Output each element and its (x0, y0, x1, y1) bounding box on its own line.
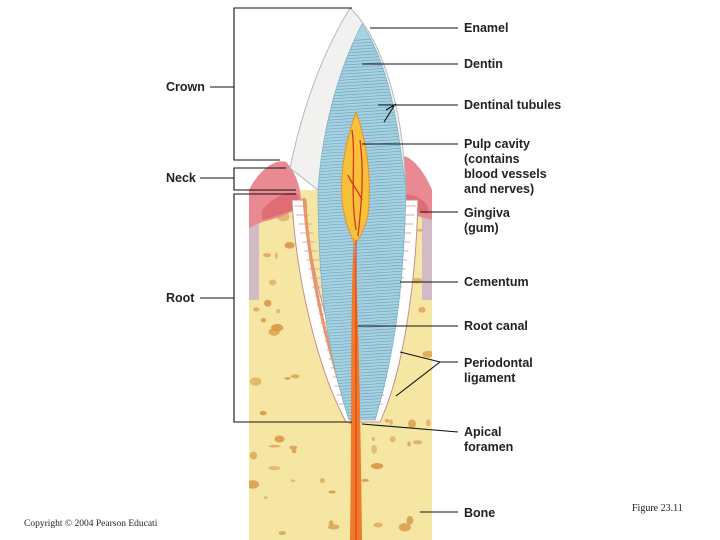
bone-spot (328, 524, 340, 529)
bone-spot (269, 280, 276, 286)
bone-spot (408, 419, 416, 428)
label-dentinal-tubules: Dentinal tubules (464, 98, 561, 113)
bone-spot (268, 466, 280, 470)
bone-spot (413, 440, 422, 444)
bone-spot (276, 309, 280, 314)
bone-spot (426, 419, 431, 426)
label-neck: Neck (166, 171, 196, 186)
label-pulp-cavity: Pulp cavity (contains blood vessels and … (464, 137, 547, 197)
label-apical-foramen: Apical foramen (464, 425, 513, 455)
figure-caption: Figure 23.11 (632, 503, 683, 514)
label-enamel: Enamel (464, 21, 508, 36)
bone-spot (422, 351, 434, 358)
label-cementum: Cementum (464, 275, 529, 290)
bone-spot (264, 496, 268, 499)
label-dentin: Dentin (464, 57, 503, 72)
bone-spot (371, 463, 383, 469)
bone-spot (285, 377, 291, 380)
bone-spot (371, 445, 377, 454)
bone-spot (271, 324, 283, 332)
label-bone: Bone (464, 506, 495, 521)
bone-spot (385, 419, 389, 423)
label-root-canal: Root canal (464, 319, 528, 334)
bone-spot (328, 491, 335, 494)
bone-spot (284, 242, 294, 249)
bone-spot (261, 318, 266, 322)
label-root: Root (166, 291, 194, 306)
bone-spot (418, 307, 425, 313)
bone-spot (291, 479, 296, 482)
bone-spot (374, 523, 383, 528)
bone-spot (390, 436, 396, 442)
bone-spot (417, 229, 424, 232)
label-gingiva: Gingiva (gum) (464, 206, 510, 236)
copyright-notice: Copyright © 2004 Pearson Educati (24, 519, 157, 529)
bone-spot (407, 516, 414, 525)
bone-spot (275, 252, 278, 259)
bone-spot (263, 253, 271, 257)
bone-spot (292, 449, 296, 453)
bone-spot (250, 377, 261, 385)
bone-spot (389, 419, 393, 425)
label-crown: Crown (166, 80, 205, 95)
bone-spot (264, 300, 271, 307)
bone-spot (361, 479, 368, 482)
bone-spot (372, 437, 375, 441)
bone-spot (253, 307, 260, 311)
bone-spot (269, 445, 281, 448)
label-periodontal-ligament: Periodontal ligament (464, 356, 533, 386)
bone-spot (407, 442, 411, 447)
bone-spot (291, 374, 300, 378)
bone-spot (320, 478, 325, 483)
bone-spot (289, 446, 297, 450)
bone-spot (260, 411, 267, 415)
bone-spot (279, 531, 286, 535)
bone-spot (246, 480, 259, 488)
bone-spot (275, 436, 285, 443)
bone-spot (250, 452, 258, 460)
